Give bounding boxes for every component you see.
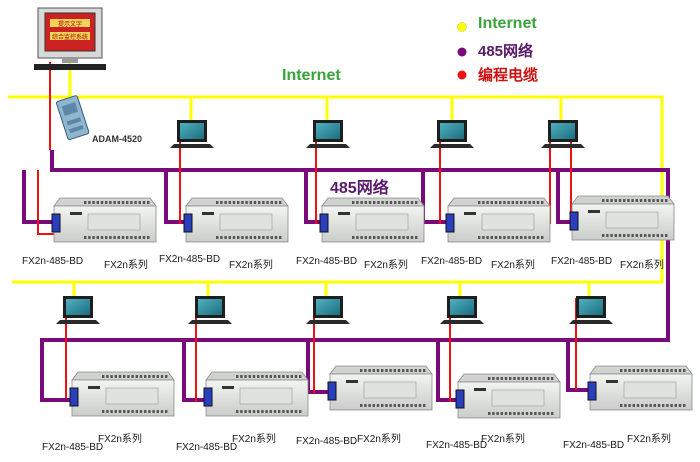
legend-label-485: 485网络 <box>478 43 534 60</box>
plc-row2-2-485bd-module <box>203 387 213 407</box>
row1-bd-label-4: FX2n-485-BD <box>421 256 483 267</box>
legend-dot-cable <box>457 70 467 80</box>
plc-row1-2 <box>183 197 289 243</box>
rs485-branch-row1-1 <box>22 170 54 224</box>
internet-bus-label: Internet <box>282 67 341 84</box>
row1-plc-label-3: FX2n系列 <box>364 260 408 271</box>
rs485-branch-row2-5 <box>566 340 590 392</box>
rs485-branch-row2-2 <box>182 340 208 402</box>
plc-row2-4-485bd-module <box>455 389 465 409</box>
laptop-row2-2 <box>188 296 232 324</box>
laptop-row1-1 <box>170 120 214 148</box>
row2-plc-label-2: FX2n系列 <box>232 434 276 445</box>
plc-row2-1 <box>69 371 175 417</box>
plc-row1-5 <box>569 195 675 241</box>
rs485-bus-label: 485网络 <box>330 180 389 197</box>
rs485-main-line <box>40 150 670 342</box>
plc-row2-5-485bd-module <box>587 381 597 401</box>
row2-bd-label-4: FX2n-485-BD <box>426 440 488 451</box>
server-screen-line-2: 综合监控系统 <box>52 33 88 41</box>
row1-plc-label-5: FX2n系列 <box>620 260 664 271</box>
legend-label-cable: 编程电缆 <box>478 67 539 84</box>
plc-row2-2 <box>203 371 309 417</box>
server-computer: 提示文字 综合监控系统 <box>34 7 106 70</box>
row2-plc-label-1: FX2n系列 <box>98 434 142 445</box>
laptop-row1-2 <box>306 120 350 148</box>
plc-row2-3 <box>327 365 433 411</box>
plc-row2-3-485bd-module <box>327 381 337 401</box>
row1-bd-label-5: FX2n-485-BD <box>551 256 613 267</box>
converter-label: ADAM-4520 <box>92 134 143 144</box>
laptop-row1-4 <box>541 120 585 148</box>
plc-row1-4-485bd-module <box>445 213 455 233</box>
server-screen-line-1: 提示文字 <box>58 20 82 28</box>
laptop-row2-4 <box>440 296 484 324</box>
legend <box>457 22 467 80</box>
row1-bd-label-2: FX2n-485-BD <box>159 254 221 265</box>
plc-row1-3-485bd-module <box>319 213 329 233</box>
rs485-branch-row2-1 <box>40 340 74 402</box>
row1-bd-label-1: FX2n-485-BD <box>22 256 84 267</box>
laptop-row2-5 <box>569 296 613 324</box>
legend-label-internet: Internet <box>478 15 537 32</box>
row1-plc-label-2: FX2n系列 <box>229 260 273 271</box>
laptops <box>56 120 613 324</box>
plc-row1-1 <box>51 197 157 243</box>
internet-bus-line <box>8 95 664 284</box>
plc-units <box>51 195 693 419</box>
rs485-branch-row2-4 <box>436 340 460 402</box>
rs485-branch-row1-5 <box>556 170 574 224</box>
row1-plc-label-4: FX2n系列 <box>491 260 535 271</box>
plc-row1-2-485bd-module <box>183 213 193 233</box>
row1-plc-label-1: FX2n系列 <box>104 260 148 271</box>
row2-bd-label-3: FX2n-485-BD <box>296 436 358 447</box>
server-keyboard <box>34 64 106 70</box>
plc-row2-5 <box>587 365 693 411</box>
laptop-row1-3 <box>430 120 474 148</box>
legend-dot-485 <box>457 47 467 57</box>
row2-bd-label-1: FX2n-485-BD <box>42 442 104 453</box>
laptop-row2-1 <box>56 296 100 324</box>
plc-row1-3 <box>319 197 425 243</box>
cable-row1-plc-1 <box>37 170 56 235</box>
rs485-branch-row1-3 <box>304 170 324 224</box>
row1-bd-label-3: FX2n-485-BD <box>296 256 358 267</box>
row2-plc-label-4: FX2n系列 <box>481 434 525 445</box>
row2-plc-label-3: FX2n系列 <box>357 434 401 445</box>
plc-row1-4 <box>445 197 551 243</box>
legend-dot-internet <box>457 22 467 32</box>
plc-row2-1-485bd-module <box>69 387 79 407</box>
row2-bd-label-2: FX2n-485-BD <box>176 442 238 453</box>
row2-bd-label-5: FX2n-485-BD <box>563 440 625 451</box>
plc-row1-5-485bd-module <box>569 211 579 231</box>
plc-row2-4 <box>455 373 561 419</box>
adam-4520-converter <box>56 95 90 141</box>
row2-plc-label-5: FX2n系列 <box>627 434 671 445</box>
plc-row1-1-485bd-module <box>51 213 61 233</box>
laptop-row2-3 <box>306 296 350 324</box>
